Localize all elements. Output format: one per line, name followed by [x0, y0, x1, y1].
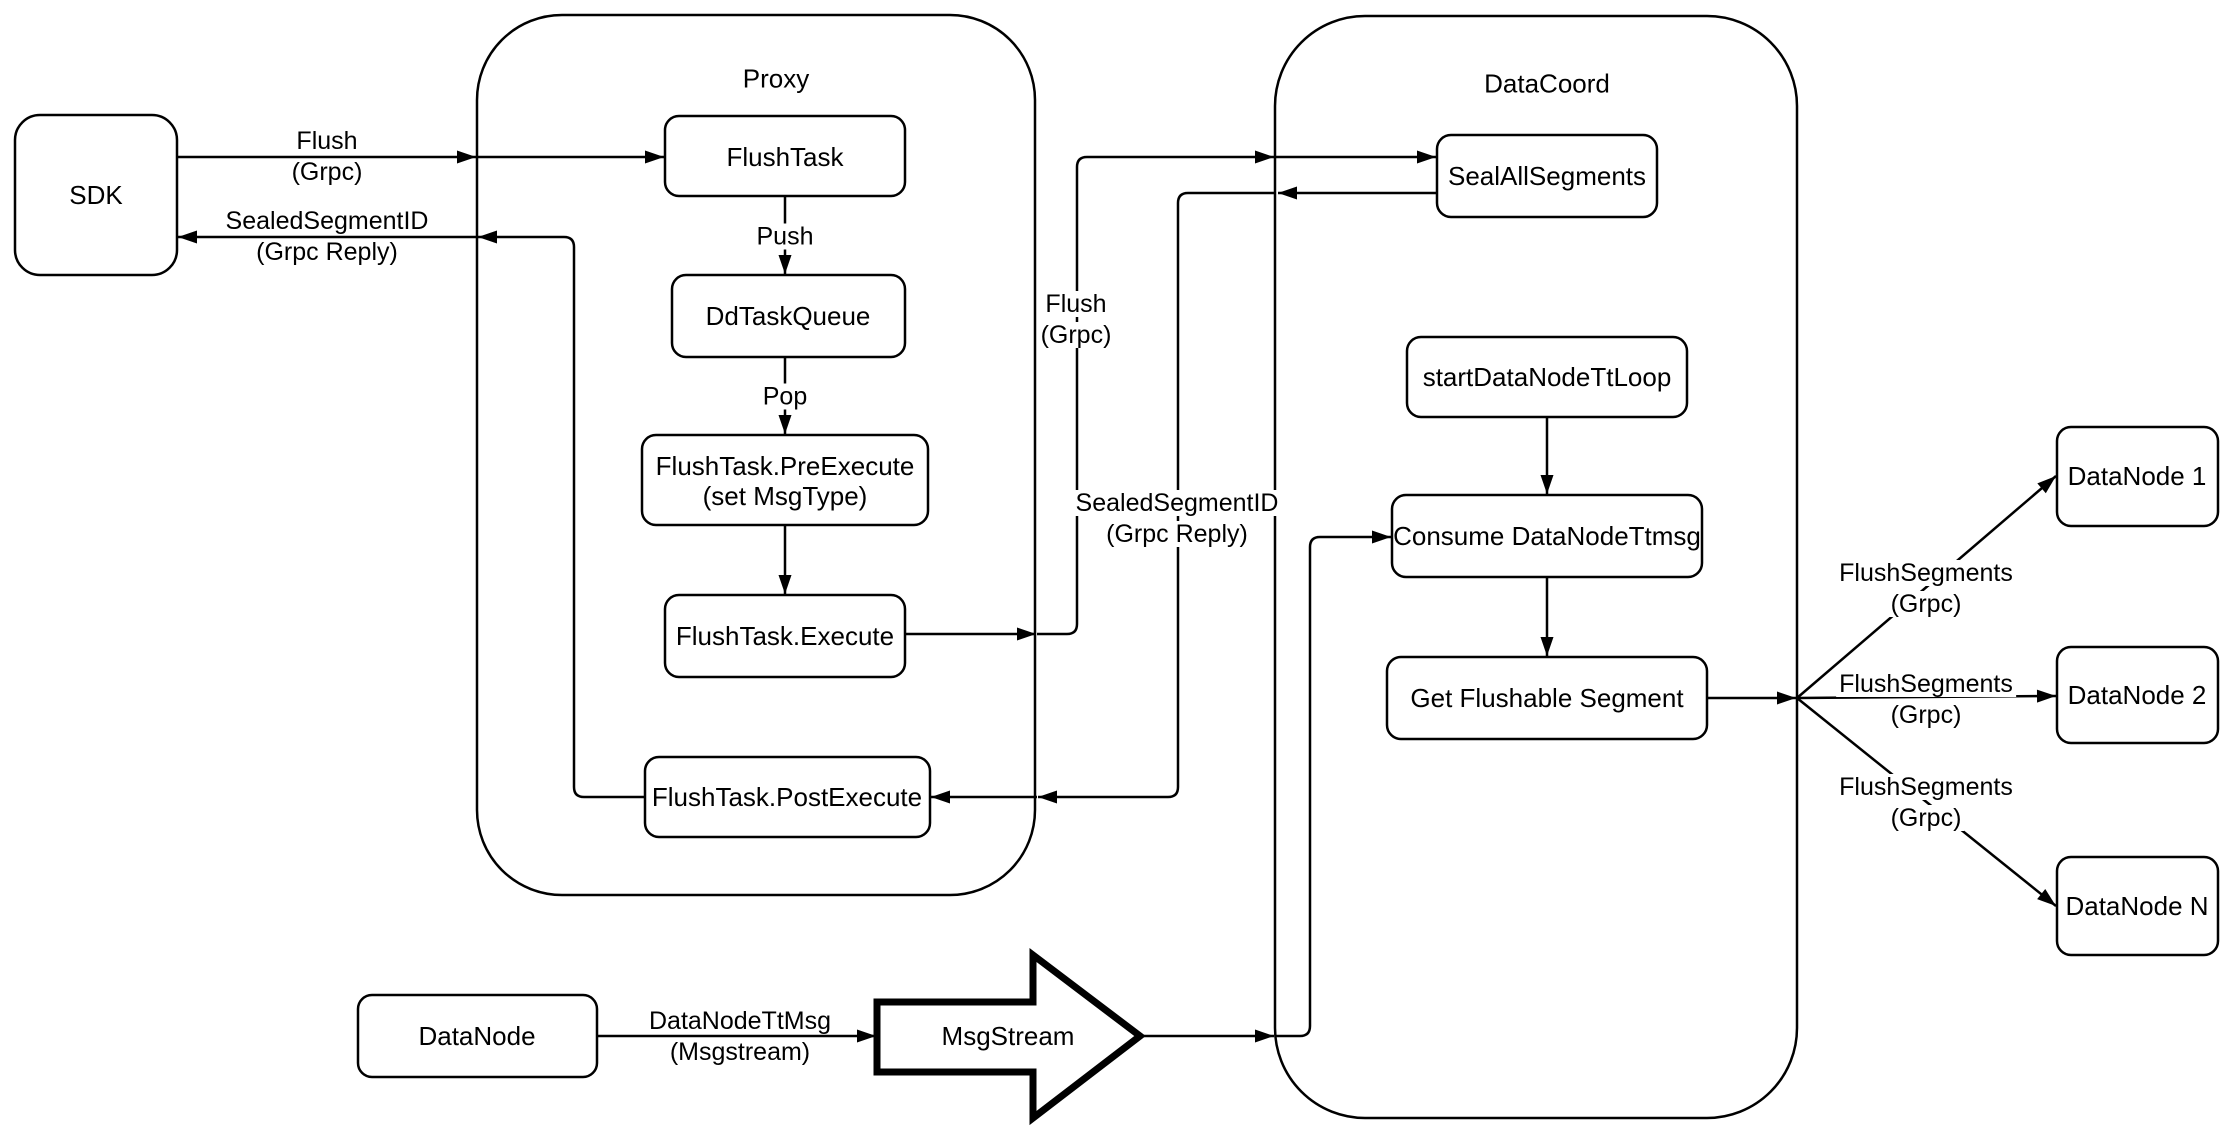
edge-label-flushsegments-2-line1: FlushSegments: [1836, 671, 2016, 697]
execute-node-box: [663, 593, 907, 679]
edge-label-proxy-flush: Flush (Grpc): [1037, 289, 1115, 351]
edge-label-flushsegments-3: FlushSegments (Grpc): [1836, 772, 2016, 834]
edge-label-flushsegments-3-line2: (Grpc): [1887, 805, 1965, 831]
edge-label-proxy-reply-line2: (Grpc Reply): [1103, 521, 1251, 547]
flushtask-node-box: [663, 114, 907, 198]
edge-label-proxy-flush-line2: (Grpc): [1037, 322, 1115, 348]
getflushablesegment-node-label: Get Flushable Segment: [1410, 683, 1684, 713]
msgstream-node-label: MsgStream: [941, 1021, 1075, 1051]
datanode-n-node-box: [2055, 855, 2220, 957]
proxy-container-label: Proxy: [742, 63, 810, 94]
edge-label-sdk-reply: SealedSegmentID (Grpc Reply): [222, 206, 432, 268]
edge-postexecute-to-proxy-edge: [478, 230, 645, 799]
datanode-1-node-label: DataNode 1: [2067, 461, 2207, 491]
sealallsegments-node-box: [1435, 133, 1659, 219]
proxy-container-box: [475, 13, 1037, 897]
edge-label-sdk-reply-line2: (Grpc Reply): [253, 239, 401, 265]
edge-label-push: Push: [753, 222, 817, 253]
edge-fan-to-datanode-1: [1796, 475, 2057, 699]
execute-node-label: FlushTask.Execute: [675, 621, 895, 651]
edge-label-datanode-ttmsg-line1: DataNodeTtMsg: [645, 1008, 835, 1034]
edge-datacoord-to-consume: [1275, 530, 1391, 1038]
edge-fan-to-datanode-n: [1796, 697, 2057, 907]
ddtaskqueue-node-label: DdTaskQueue: [705, 301, 871, 331]
edge-label-proxy-reply-line1: SealedSegmentID: [1072, 490, 1282, 516]
edge-label-flushsegments-2-line2: (Grpc): [1887, 702, 1965, 728]
startdatanodettloop-node-box: [1405, 335, 1689, 419]
getflushablesegment-node-box: [1385, 655, 1709, 741]
msgstream-arrow-shape: [873, 947, 1146, 1126]
datanode-bottom-node-label: DataNode: [418, 1021, 536, 1051]
edge-label-flushsegments-1-line2: (Grpc): [1887, 591, 1965, 617]
postexecute-node-box: [643, 755, 932, 839]
sealallsegments-node-label: SealAllSegments: [1448, 161, 1646, 191]
ddtaskqueue-node-box: [670, 273, 907, 359]
edge-label-pop: Pop: [759, 382, 811, 413]
datanode-n-node-label: DataNode N: [2065, 891, 2209, 921]
edge-label-datanode-ttmsg-line2: (Msgstream): [666, 1039, 814, 1065]
datacoord-container-box: [1273, 14, 1799, 1120]
edge-label-sdk-flush-line1: Flush: [293, 128, 361, 154]
edge-label-datanode-ttmsg: DataNodeTtMsg (Msgstream): [645, 1006, 835, 1068]
edge-proxy-to-datacoord-flush: [1037, 150, 1274, 636]
edge-label-sdk-flush: Flush (Grpc): [288, 126, 366, 188]
edge-label-flushsegments-1-line1: FlushSegments: [1836, 560, 2016, 586]
edge-label-pop-line1: Pop: [759, 383, 811, 410]
preexecute-node-label-line2: (set MsgType): [702, 481, 868, 511]
consumedatanodettmsg-node-label: Consume DataNodeTtmsg: [1393, 521, 1701, 551]
edge-label-proxy-reply: SealedSegmentID (Grpc Reply): [1072, 488, 1282, 550]
datanode-bottom-node-box: [356, 993, 599, 1079]
datanode-2-node-box: [2055, 645, 2220, 745]
edge-label-flushsegments-1: FlushSegments (Grpc): [1836, 558, 2016, 620]
edge-label-flushsegments-3-line1: FlushSegments: [1836, 774, 2016, 800]
edge-label-proxy-flush-line1: Flush: [1042, 291, 1110, 317]
datanode-2-node-label: DataNode 2: [2067, 680, 2207, 710]
consumedatanodettmsg-node-box: [1390, 493, 1704, 579]
datanode-1-node-box: [2055, 425, 2220, 528]
flushtask-node-label: FlushTask: [726, 142, 844, 172]
edge-label-flushsegments-2: FlushSegments (Grpc): [1836, 669, 2016, 731]
sdk-node-box: [13, 113, 179, 277]
edge-label-sdk-flush-line2: (Grpc): [288, 159, 366, 185]
edge-label-sdk-reply-line1: SealedSegmentID: [222, 208, 432, 234]
datacoord-container-label: DataCoord: [1484, 68, 1610, 99]
edge-label-push-line1: Push: [753, 223, 817, 250]
preexecute-node-label: FlushTask.PreExecute (set MsgType): [656, 451, 915, 511]
startdatanodettloop-node-label: startDataNodeTtLoop: [1422, 362, 1672, 392]
postexecute-node-label: FlushTask.PostExecute: [651, 782, 923, 812]
preexecute-node-box: [640, 433, 930, 527]
preexecute-node-label-line1: FlushTask.PreExecute: [655, 451, 915, 481]
sdk-node-label: SDK: [69, 180, 123, 210]
